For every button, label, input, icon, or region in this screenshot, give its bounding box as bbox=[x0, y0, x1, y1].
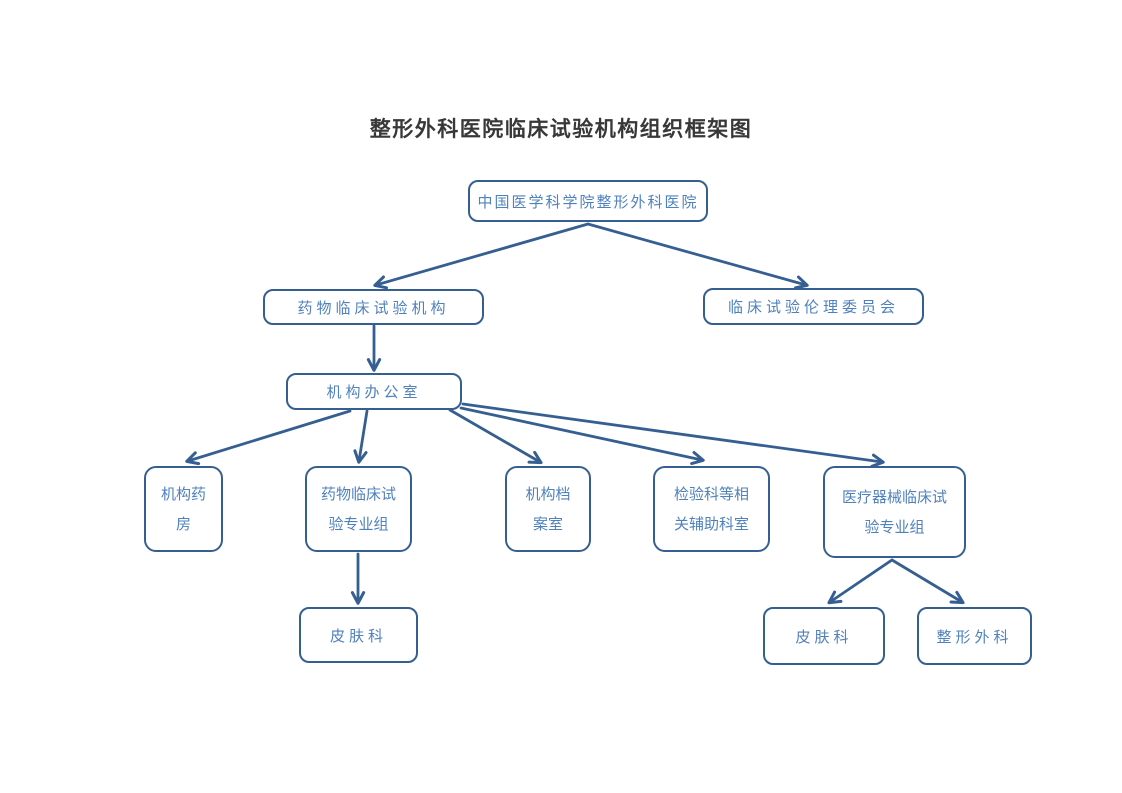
connector-root-ethics bbox=[586, 222, 809, 290]
connector-office-archives bbox=[448, 408, 543, 465]
node-institution-office-label: 机构办公室 bbox=[326, 383, 422, 401]
node-dermatology-under-device-group-label: 皮肤科 bbox=[795, 627, 853, 646]
connector-office-pharmacy bbox=[185, 409, 352, 466]
node-dermatology-under-drug-group-label: 皮肤科 bbox=[329, 626, 387, 645]
node-institution-pharmacy: 机构药房 bbox=[144, 466, 223, 552]
node-institution-archives: 机构档案室 bbox=[505, 466, 591, 552]
node-lab-auxiliary-departments: 检验科等相关辅助科室 bbox=[653, 466, 770, 552]
node-device-trial-specialty-group: 医疗器械临床试验专业组 bbox=[823, 466, 966, 558]
node-plastic-surgery: 整形外科 bbox=[917, 607, 1032, 665]
node-institution-archives-label: 机构档案室 bbox=[525, 485, 571, 533]
connector-office-drug-group bbox=[353, 409, 369, 464]
node-root: 中国医学科学院整形外科医院 bbox=[468, 180, 708, 222]
node-drug-trial-specialty-group-label: 药物临床试验专业组 bbox=[320, 485, 396, 533]
node-ethics-committee-label: 临床试验伦理委员会 bbox=[727, 298, 899, 316]
node-institution-pharmacy-label: 机构药房 bbox=[160, 485, 206, 533]
node-device-trial-specialty-group-label: 医疗器械临床试验专业组 bbox=[841, 488, 947, 536]
node-drug-clinical-trial-org-label: 药物临床试验机构 bbox=[297, 298, 450, 317]
node-dermatology-under-device-group: 皮肤科 bbox=[763, 607, 885, 665]
node-plastic-surgery-label: 整形外科 bbox=[936, 627, 1013, 646]
connector-office-device-group bbox=[461, 402, 885, 468]
connector-device-group-plastic bbox=[890, 558, 965, 605]
node-drug-trial-specialty-group: 药物临床试验专业组 bbox=[305, 466, 412, 552]
connector-office-auxiliary bbox=[459, 406, 705, 466]
diagram-title: 整形外科医院临床试验机构组织框架图 bbox=[369, 117, 753, 141]
node-drug-clinical-trial-org: 药物临床试验机构 bbox=[263, 289, 484, 325]
connector-root-drug-org bbox=[373, 222, 590, 290]
connector-device-group-derm bbox=[827, 558, 894, 605]
node-ethics-committee: 临床试验伦理委员会 bbox=[703, 288, 924, 325]
node-root-label: 中国医学科学院整形外科医院 bbox=[477, 192, 699, 211]
node-lab-auxiliary-departments-label: 检验科等相关辅助科室 bbox=[673, 485, 749, 533]
node-dermatology-under-drug-group: 皮肤科 bbox=[299, 607, 418, 663]
node-institution-office: 机构办公室 bbox=[286, 373, 462, 410]
